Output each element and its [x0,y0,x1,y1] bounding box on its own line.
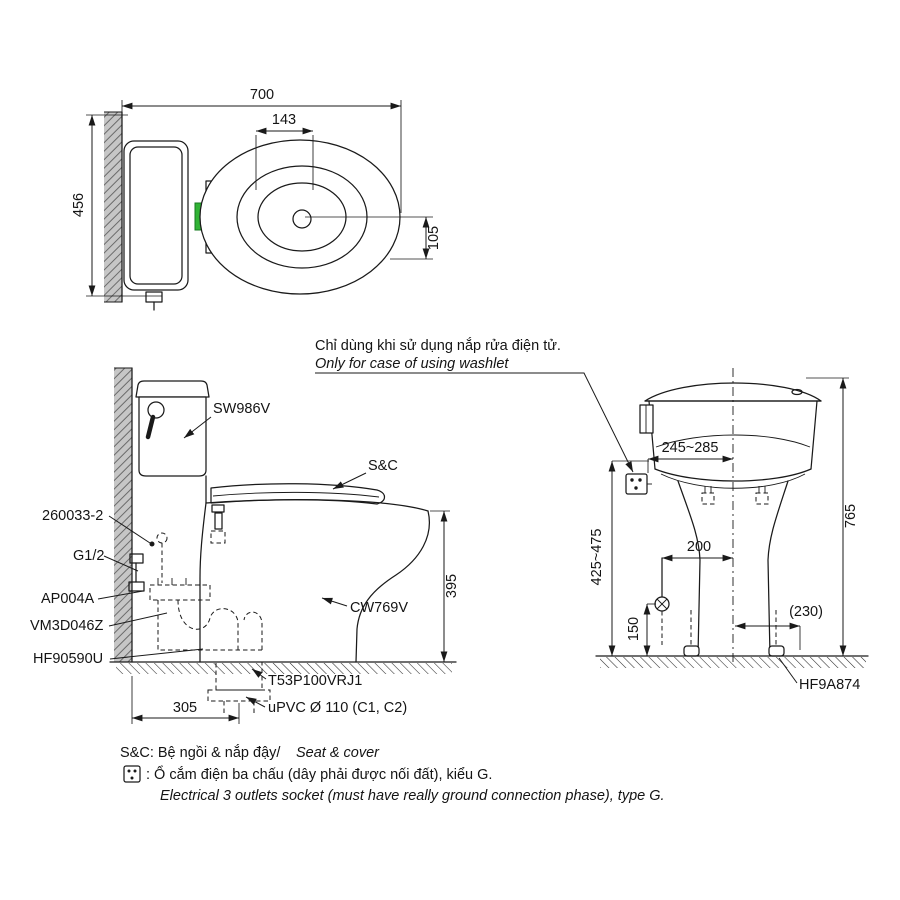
label-hf9a874: HF9A874 [799,677,860,693]
flush-handle-rear [639,404,654,434]
rear-view: 245~285 765 425~475 200 150 (230 [589,368,869,693]
footer-socket-en: Electrical 3 outlets socket (must have r… [160,788,665,804]
label-hf90590u: HF90590U [33,651,103,667]
dim-305-label: 305 [173,700,197,716]
label-cw769v: CW769V [350,600,408,616]
dim-395-label: 395 [444,574,460,598]
flush-lever [147,401,165,419]
floor-hatch [116,663,452,674]
side-view: SW986V S&C 260033-2 G1/2 AP004A VM3D046Z… [30,367,460,724]
footer-notes: S&C: Bệ ngồi & nắp đậy/ Seat & cover : Ổ… [120,744,665,804]
floor-hatch [600,657,866,668]
wall-hatch [114,368,132,662]
footer-socket-vi: : Ổ cắm điện ba chấu (dây phải được nối … [146,765,492,783]
dim-200: 200 [662,539,733,562]
dim-105-label: 105 [426,226,442,250]
dim-200-label: 200 [687,539,711,555]
dim-230-label: (230) [789,604,823,620]
dim-456-label: 456 [71,193,87,217]
dim-143-label: 143 [272,112,296,128]
dim-395: 395 [430,510,460,662]
label-sw986v: SW986V [213,401,271,417]
tank-top-outline [123,140,189,291]
dim-305: 305 [131,676,240,724]
label-upvc: uPVC Ø 110 (C1, C2) [268,700,407,716]
dim-425-475: 425~475 [589,460,649,656]
washlet-note-vi: Chỉ dùng khi sử dụng nắp rửa điện tử. [315,337,561,354]
washlet-note: Chỉ dùng khi sử dụng nắp rửa điện tử. On… [315,337,634,473]
floor-cap-right [768,645,785,657]
washlet-note-en: Only for case of using washlet [315,356,509,372]
label-t53p100vrj1: T53P100VRJ1 [268,673,362,689]
dim-150-label: 150 [626,617,642,641]
label-vm3d046z: VM3D046Z [30,618,103,634]
dim-765: 765 [806,377,859,656]
bowl-rear [199,502,207,663]
electrical-socket-icon [625,473,652,495]
dim-456: 456 [71,114,162,297]
wall-hatch [104,112,122,302]
top-view: 700 143 456 105 [71,87,442,311]
label-sc: S&C [368,458,398,474]
dim-765-label: 765 [843,504,859,528]
dim-143: 143 [255,112,314,190]
dim-700: 700 [121,87,402,213]
bowl-front [355,510,430,663]
dim-105: 105 [305,216,442,260]
footer-sc-en: Seat & cover [296,745,380,761]
label-260033-2: 260033-2 [42,508,103,524]
electrical-socket-icon [123,765,141,783]
dim-150: 150 [626,603,656,656]
dim-230: (230) [735,604,823,650]
tank-lid [135,380,210,398]
dim-700-label: 700 [250,87,274,103]
footer-sc-vi: S&C: Bệ ngồi & nắp đậy/ [120,744,281,761]
bowl-side-right [767,480,789,657]
floor-cap-left [683,645,700,657]
bowl-rim [205,499,429,512]
dim-245-285-label: 245~285 [662,440,719,456]
label-g1-2: G1/2 [73,548,104,564]
dim-425-475-label: 425~475 [589,529,605,586]
label-ap004a: AP004A [41,591,95,607]
